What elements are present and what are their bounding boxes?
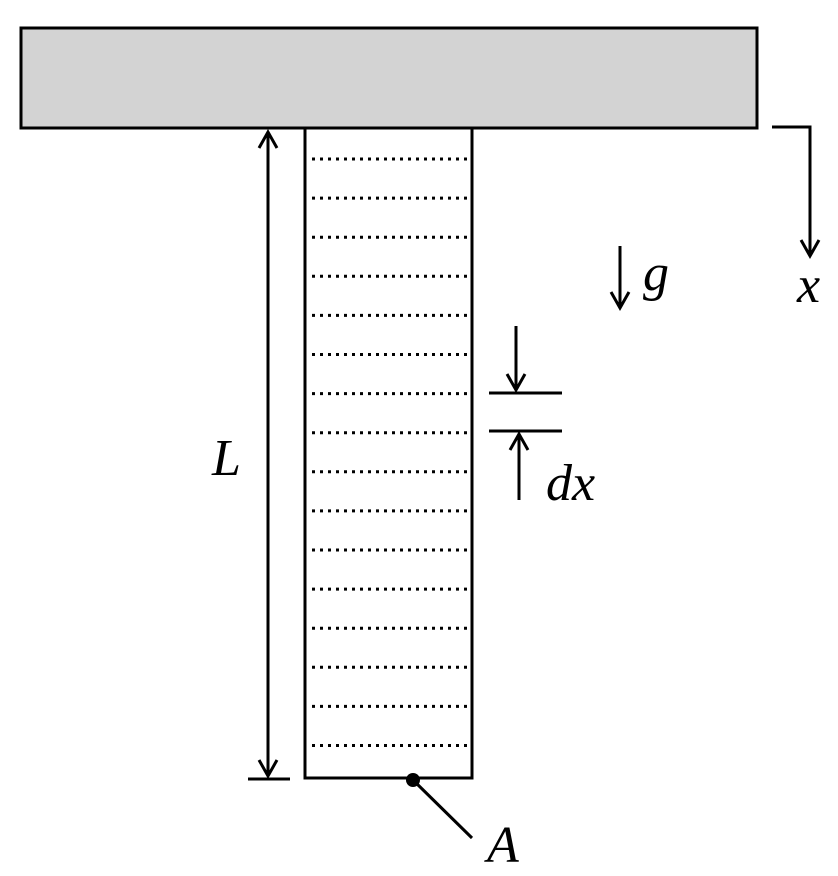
gravity-arrow [609, 246, 631, 312]
x-axis-label: x [796, 257, 820, 314]
point-a-label: A [484, 817, 519, 874]
length-dimension [248, 128, 290, 781]
ceiling-support [19, 26, 759, 130]
dx-marker [489, 326, 562, 500]
length-label: L [211, 430, 241, 487]
bar-slice-lines [312, 157, 468, 747]
point-a-marker [406, 773, 474, 840]
dx-label: dx [546, 455, 595, 512]
gravity-label: g [643, 245, 669, 302]
hanging-bar [303, 126, 474, 780]
x-axis-arrow [772, 125, 821, 260]
